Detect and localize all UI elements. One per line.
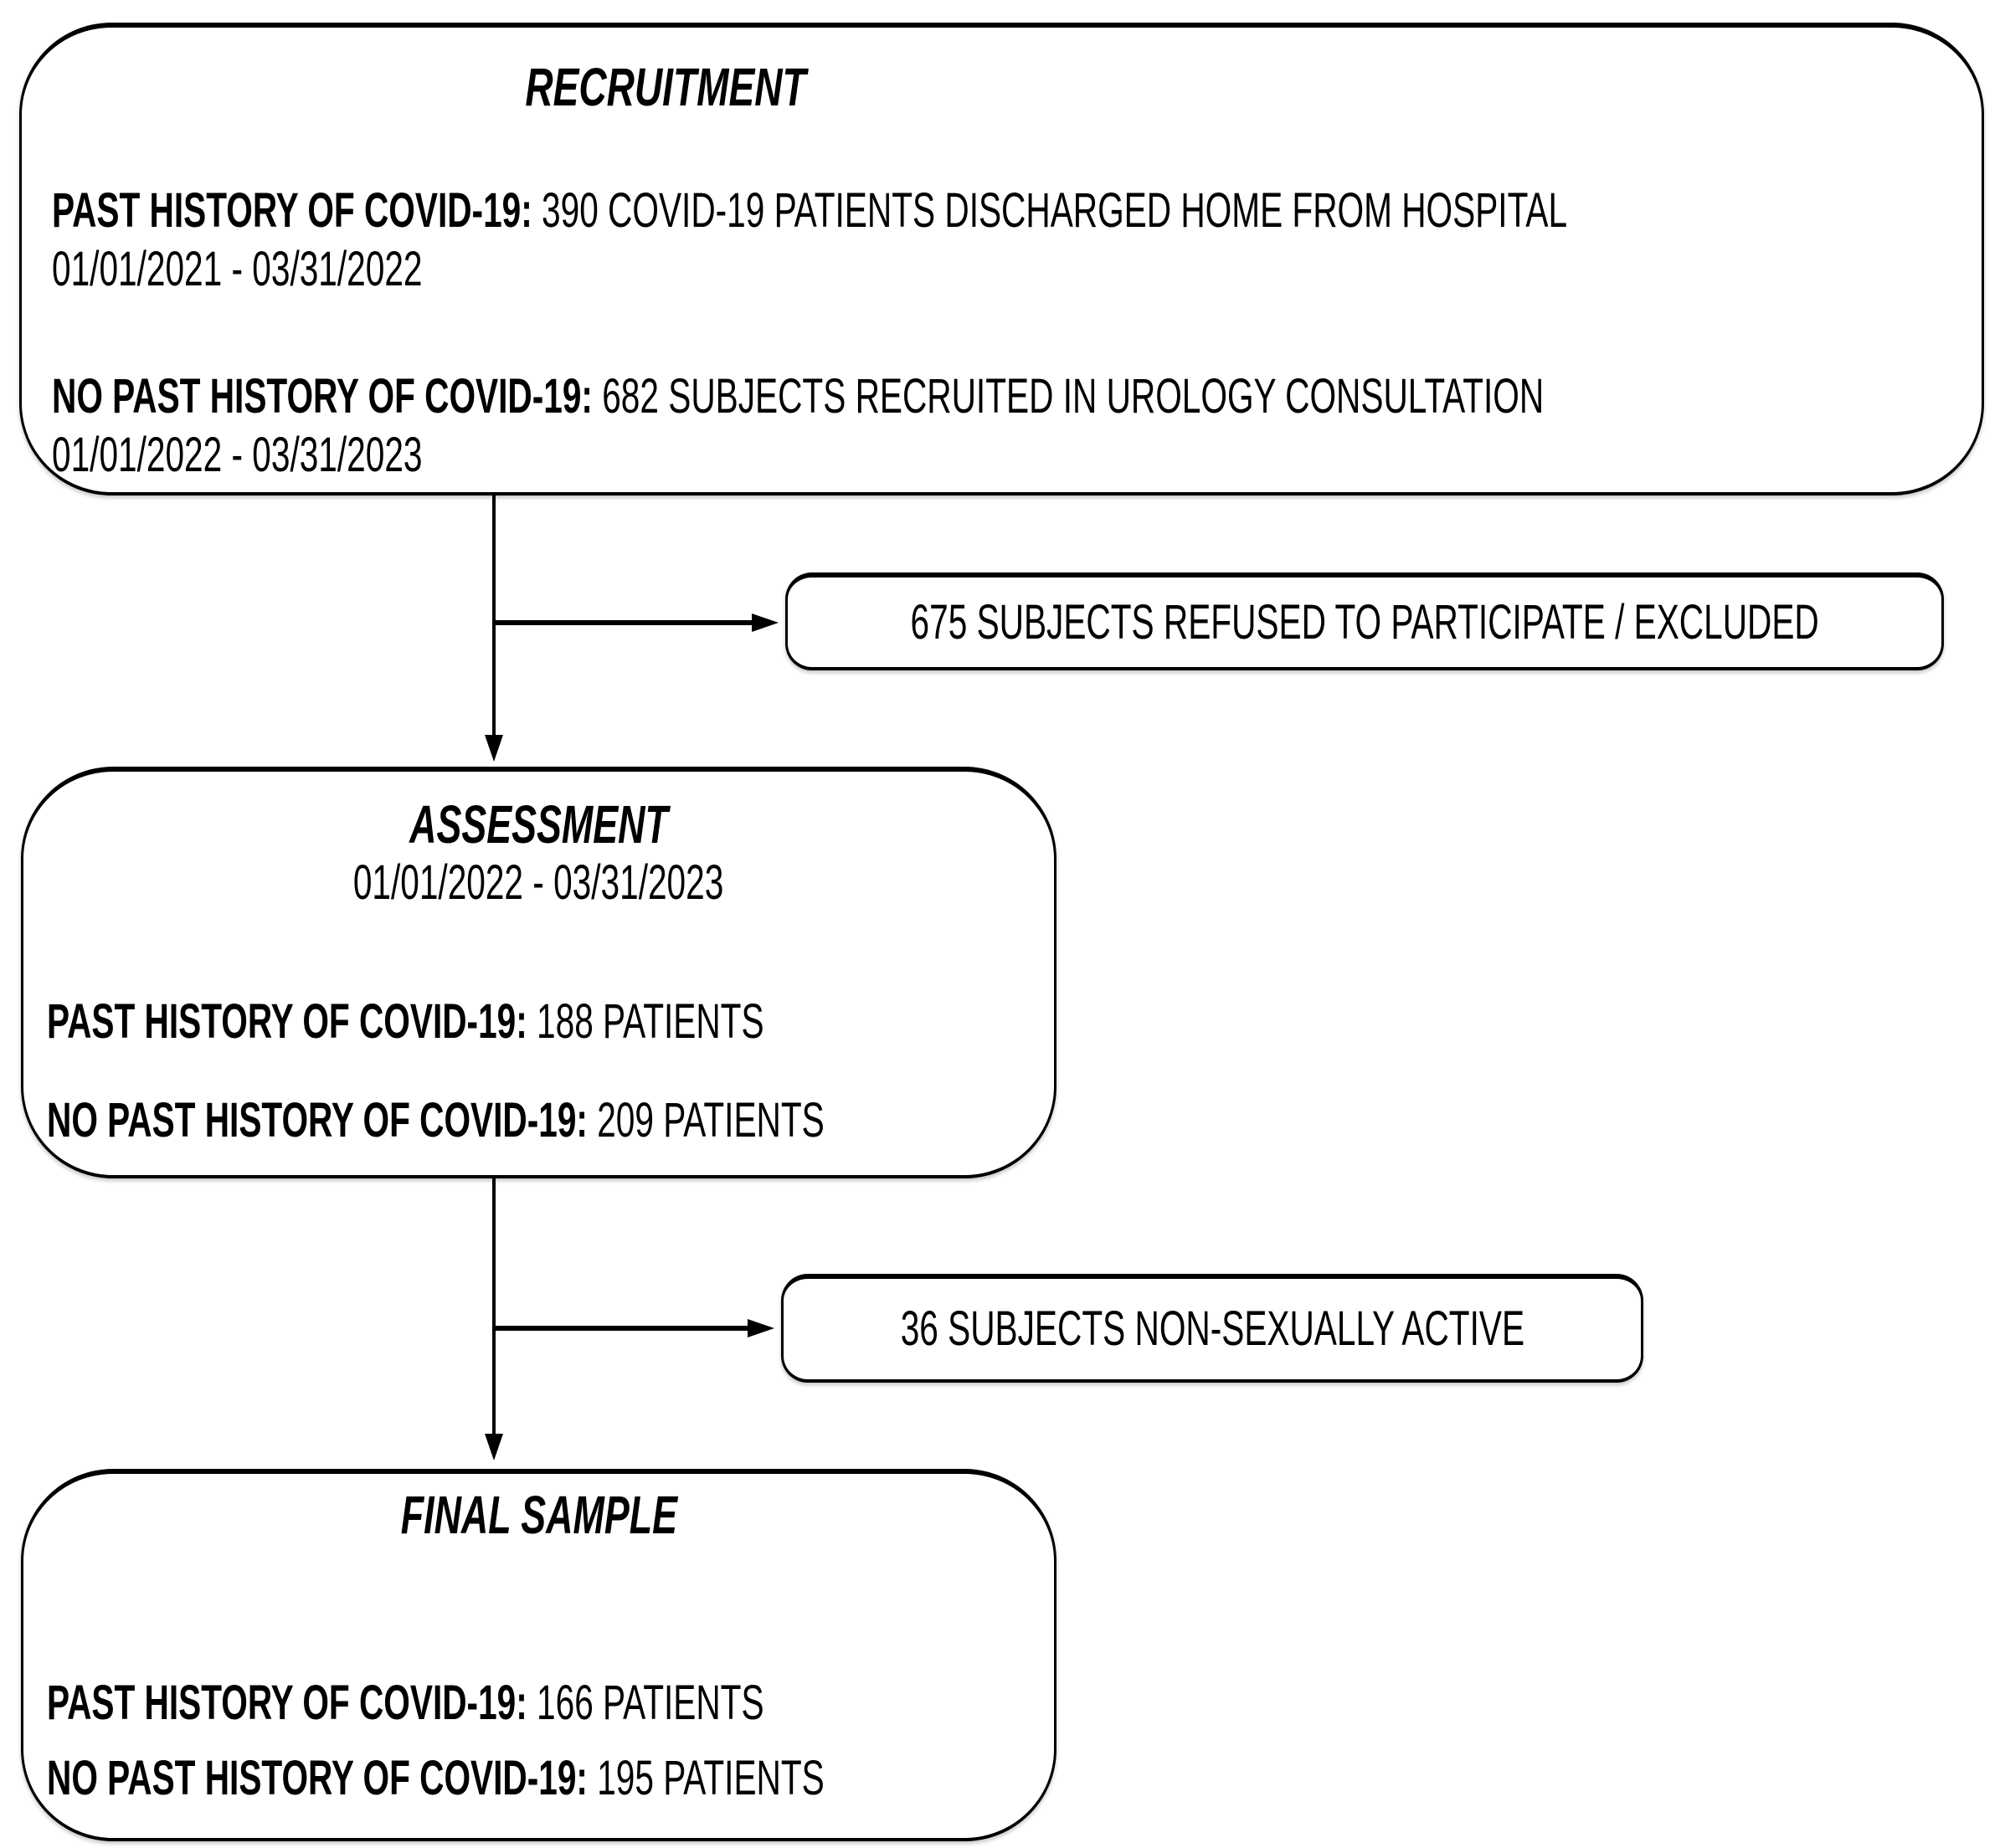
recruitment-box: RECRUITMENT PAST HISTORY OF COVID-19: 39…	[19, 23, 1984, 495]
recruitment-past-history-label: PAST HISTORY OF COVID-19:	[52, 183, 532, 238]
recruitment-past-history-line: PAST HISTORY OF COVID-19: 390 COVID-19 P…	[52, 182, 1567, 240]
recruitment-no-past-history-line: NO PAST HISTORY OF COVID-19: 682 SUBJECT…	[52, 367, 1544, 426]
final-no-past-history-label: NO PAST HISTORY OF COVID-19:	[47, 1751, 588, 1805]
assessment-past-history-label: PAST HISTORY OF COVID-19:	[47, 994, 527, 1049]
assessment-past-history-line: PAST HISTORY OF COVID-19: 188 PATIENTS	[47, 993, 764, 1051]
excluded-refused-box: 675 SUBJECTS REFUSED TO PARTICIPATE / EX…	[785, 572, 1944, 670]
recruitment-title: RECRUITMENT	[525, 57, 806, 117]
final-past-history-line: PAST HISTORY OF COVID-19: 166 PATIENTS	[47, 1674, 764, 1732]
recruitment-paragraph-past-history: PAST HISTORY OF COVID-19: 390 COVID-19 P…	[52, 182, 1951, 299]
recruitment-paragraph-no-past-history: NO PAST HISTORY OF COVID-19: 682 SUBJECT…	[52, 367, 1951, 485]
final-no-past-history-line: NO PAST HISTORY OF COVID-19: 195 PATIENT…	[47, 1749, 825, 1808]
final-sample-box: FINAL SAMPLE PAST HISTORY OF COVID-19: 1…	[21, 1469, 1056, 1841]
assessment-dates: 01/01/2022 - 03/31/2023	[353, 855, 724, 910]
recruitment-no-past-history-value: 682 SUBJECTS RECRUITED IN UROLOGY CONSUL…	[592, 369, 1545, 424]
final-no-past-history-value: 195 PATIENTS	[587, 1751, 825, 1805]
assessment-title-row: ASSESSMENT	[47, 795, 1031, 854]
assessment-past-history-value: 188 PATIENTS	[527, 994, 764, 1049]
recruitment-past-history-value: 390 COVID-19 PATIENTS DISCHARGED HOME FR…	[532, 183, 1568, 238]
excluded-non-sexually-active-label: 36 SUBJECTS NON-SEXUALLY ACTIVE	[900, 1301, 1524, 1356]
assessment-title: ASSESSMENT	[409, 794, 668, 855]
assessment-box: ASSESSMENT 01/01/2022 - 03/31/2023 PAST …	[21, 767, 1056, 1178]
assessment-no-past-history-value: 209 PATIENTS	[587, 1093, 825, 1147]
final-sample-title: FINAL SAMPLE	[400, 1485, 677, 1545]
recruitment-no-past-history-dates: 01/01/2022 - 03/31/2023	[52, 428, 423, 482]
recruitment-title-row: RECRUITMENT	[52, 58, 1951, 116]
recruitment-past-history-dates: 01/01/2021 - 03/31/2022	[52, 242, 423, 296]
assessment-no-past-history-line: NO PAST HISTORY OF COVID-19: 209 PATIENT…	[47, 1091, 825, 1150]
final-sample-title-row: FINAL SAMPLE	[47, 1486, 1031, 1544]
final-past-history-value: 166 PATIENTS	[527, 1676, 764, 1730]
excluded-non-sexually-active-box: 36 SUBJECTS NON-SEXUALLY ACTIVE	[781, 1274, 1643, 1383]
recruitment-no-past-history-label: NO PAST HISTORY OF COVID-19:	[52, 369, 593, 424]
assessment-no-past-history-label: NO PAST HISTORY OF COVID-19:	[47, 1093, 588, 1147]
excluded-refused-label: 675 SUBJECTS REFUSED TO PARTICIPATE / EX…	[910, 594, 1819, 649]
final-past-history-label: PAST HISTORY OF COVID-19:	[47, 1676, 527, 1730]
assessment-dates-row: 01/01/2022 - 03/31/2023	[47, 854, 1031, 912]
